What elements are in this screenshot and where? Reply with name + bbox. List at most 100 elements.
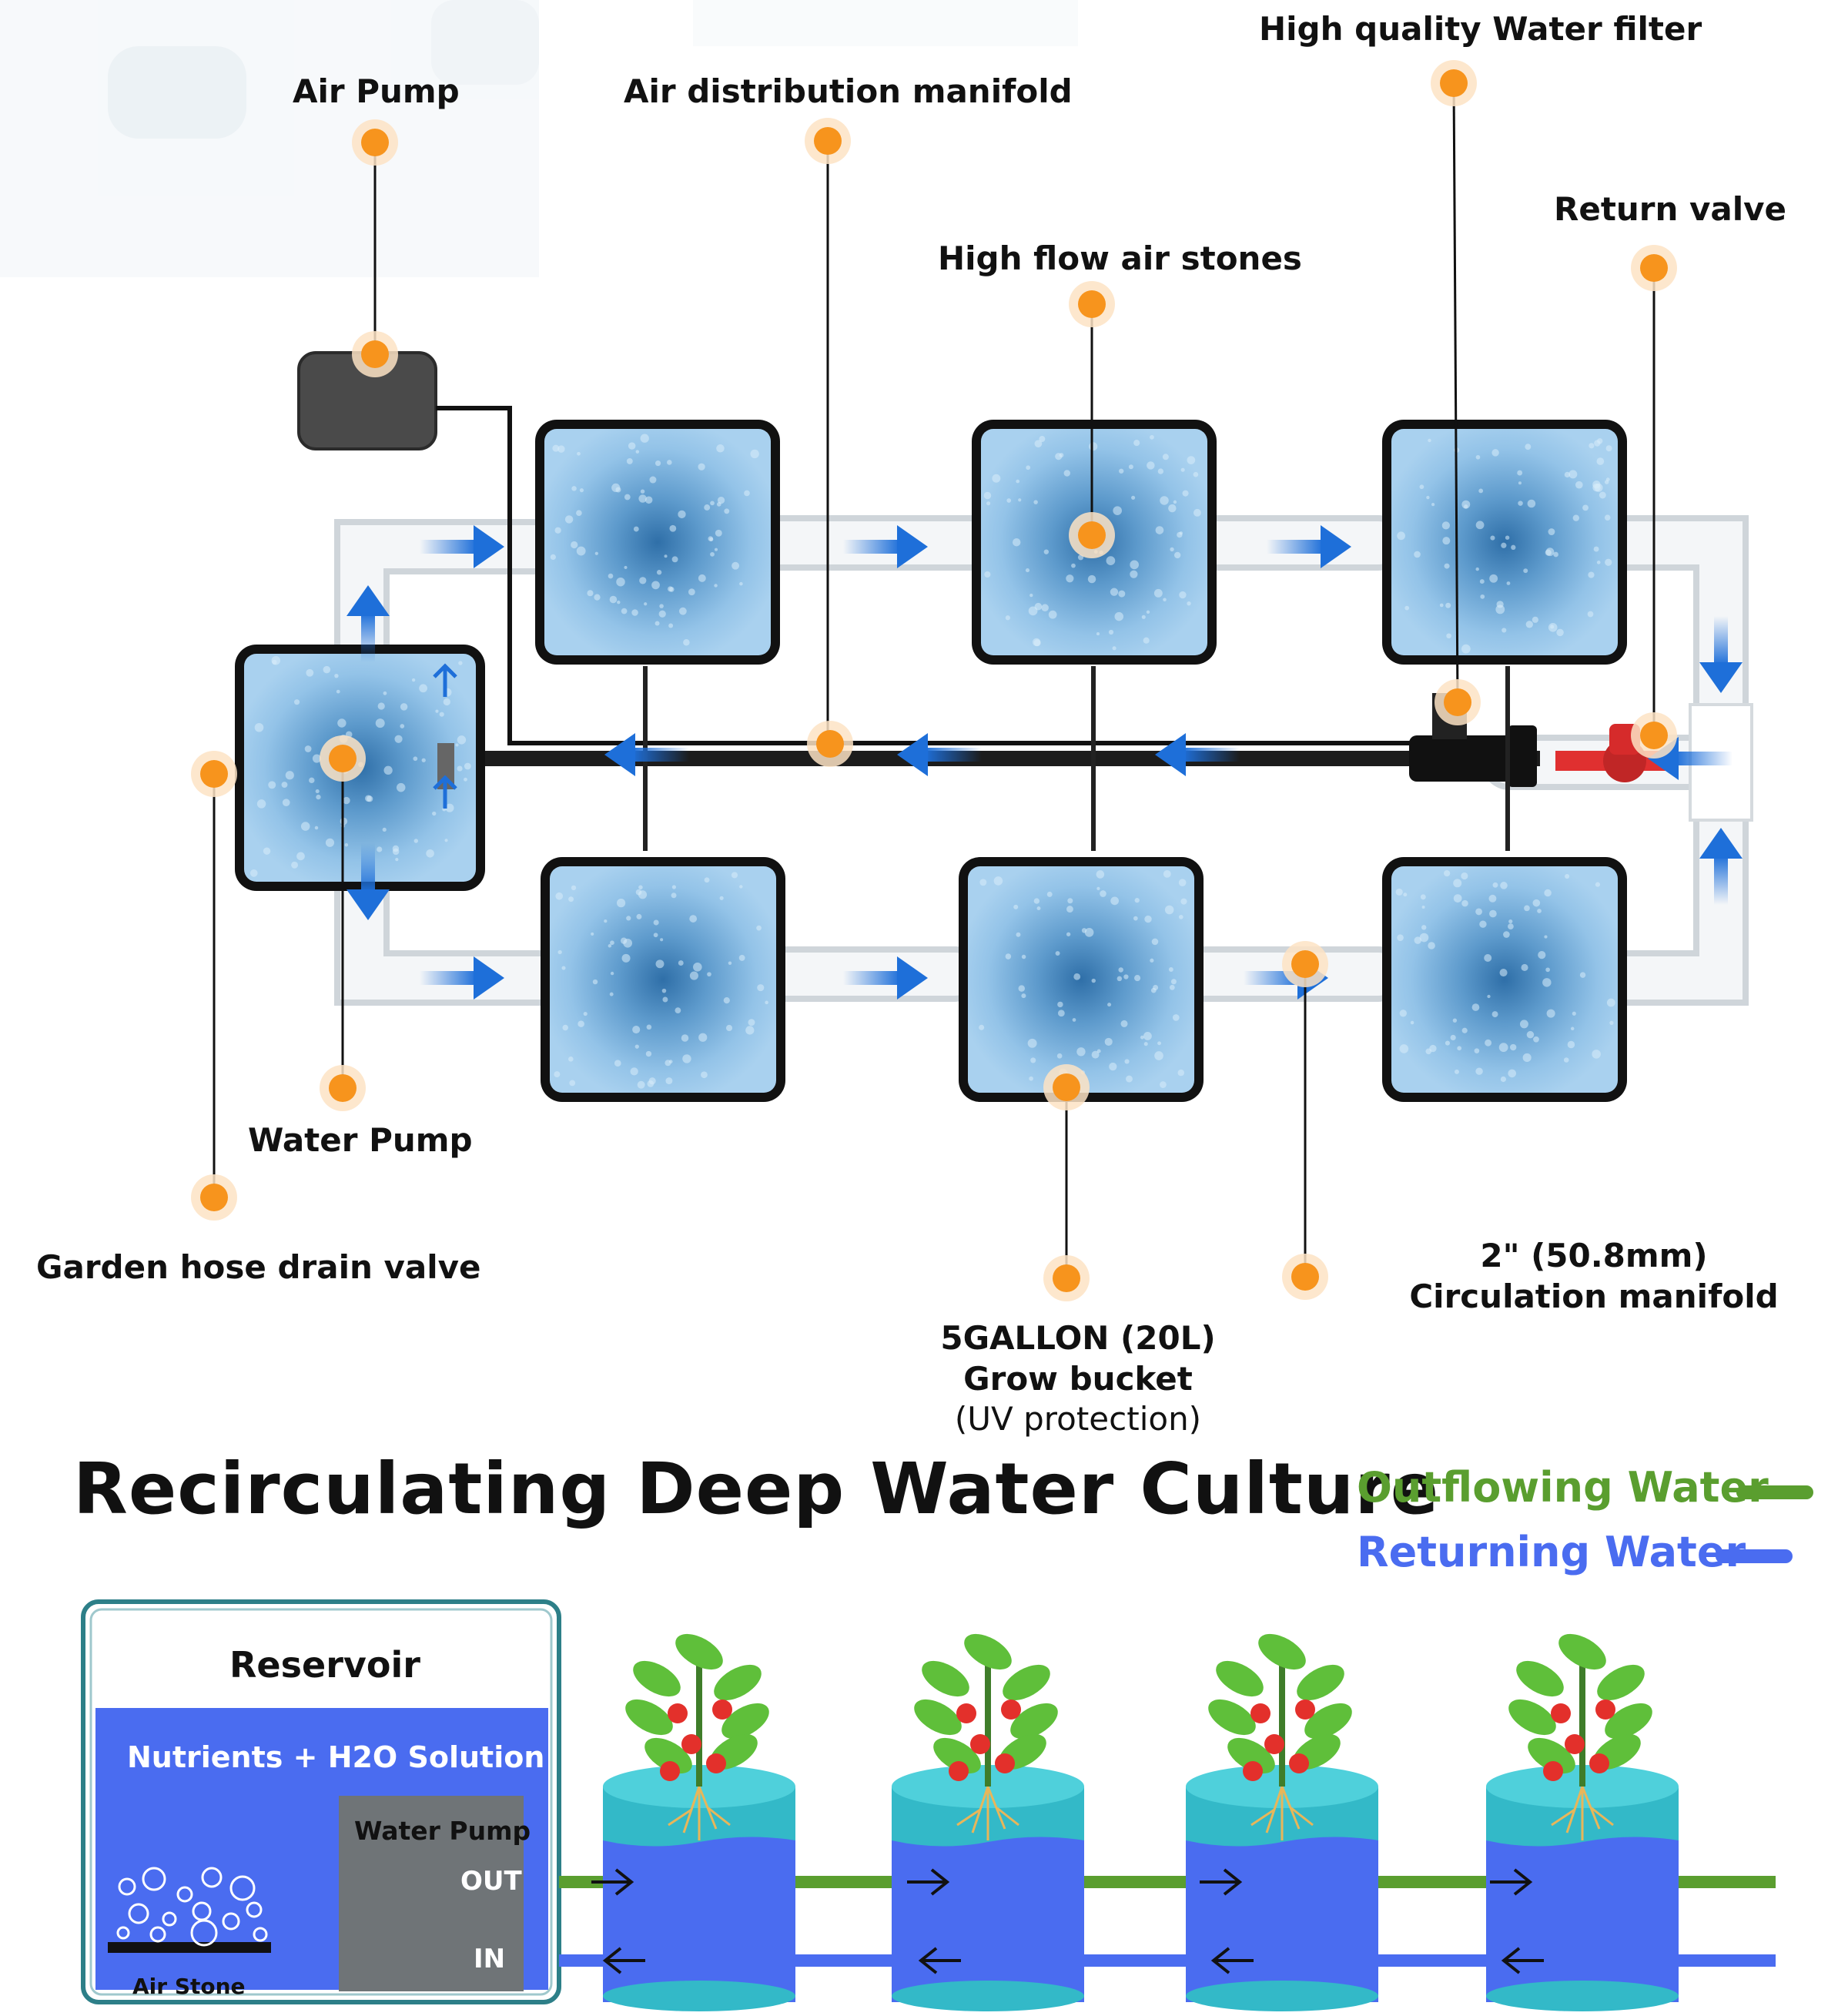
- bubble: [698, 1033, 708, 1042]
- callout-core: [1640, 254, 1668, 282]
- bubble: [1026, 465, 1031, 471]
- bubble: [1594, 440, 1601, 447]
- bubble: [325, 838, 335, 847]
- bubble: [1414, 551, 1421, 558]
- bubble: [1500, 1076, 1507, 1083]
- bubble: [1168, 504, 1177, 513]
- callout-dot: [352, 331, 398, 377]
- bubble: [1553, 551, 1558, 558]
- bucket-base: [892, 1981, 1084, 2011]
- flow-arrow-tail: [361, 843, 375, 892]
- bubble: [1420, 894, 1426, 900]
- bubble: [254, 722, 264, 732]
- bubble: [1177, 531, 1183, 538]
- bubble: [394, 735, 403, 743]
- reservoir-title: Reservoir: [229, 1644, 420, 1686]
- bubble: [658, 610, 666, 618]
- bubble: [555, 892, 564, 900]
- bubble: [395, 858, 399, 862]
- bubble: [557, 949, 562, 955]
- bubble: [1162, 454, 1169, 460]
- bubble: [554, 527, 561, 534]
- bubble: [1419, 933, 1429, 943]
- bubble: [1163, 598, 1167, 602]
- flow-arrow-head: [1321, 525, 1351, 568]
- plant-leaf: [933, 1737, 981, 1774]
- bubble: [636, 913, 642, 919]
- bubble: [986, 501, 991, 506]
- bubble: [664, 554, 668, 558]
- bubble: [1106, 556, 1116, 566]
- bubble: [616, 577, 625, 587]
- bubble: [1155, 526, 1164, 534]
- callout-dot: [1043, 1064, 1090, 1110]
- bubble: [765, 1000, 768, 1005]
- bubble: [698, 574, 706, 582]
- flow-arrow: [604, 733, 689, 776]
- label-circ-line2: Circulation manifold: [1409, 1277, 1779, 1315]
- reservoir: [81, 1599, 561, 2004]
- callout-core: [1291, 1263, 1319, 1291]
- bubble: [744, 490, 750, 497]
- bubble: [444, 839, 448, 842]
- bubble: [1013, 904, 1019, 909]
- bubble: [550, 554, 556, 561]
- bubble: [300, 822, 310, 831]
- bubble: [1399, 1010, 1407, 1017]
- bubble: [1124, 1059, 1130, 1064]
- tomato: [1295, 1700, 1315, 1720]
- bubble: [640, 434, 649, 443]
- bubble: [561, 966, 566, 970]
- bubble: [1404, 605, 1410, 611]
- bubble: [716, 444, 725, 453]
- bubble: [719, 896, 724, 900]
- flow-arrow: [346, 843, 390, 920]
- callout-core: [1078, 290, 1106, 318]
- lower-flow-arrow: [907, 1868, 950, 1896]
- bubble: [576, 510, 582, 517]
- flow-arrow: [1699, 616, 1743, 693]
- bubble: [1168, 967, 1173, 972]
- bubble: [1505, 535, 1510, 540]
- bubble: [1461, 1027, 1468, 1033]
- bubble: [979, 1024, 985, 1030]
- bubble: [748, 1019, 755, 1026]
- tomato: [1595, 1700, 1615, 1720]
- callout-dot: [807, 721, 853, 767]
- bubble: [710, 501, 715, 506]
- bubble: [632, 1025, 641, 1034]
- callout-core: [361, 129, 389, 156]
- bubble: [1479, 920, 1487, 928]
- bubble: [1454, 1069, 1459, 1074]
- bubble: [1452, 1018, 1458, 1023]
- bubble: [626, 916, 631, 921]
- bubble: [608, 944, 612, 948]
- bubble: [1100, 890, 1106, 897]
- bubble: [757, 984, 765, 992]
- bubble: [1537, 909, 1542, 913]
- plant-roots: [1250, 1786, 1314, 1840]
- bubble: [689, 971, 698, 980]
- bubble: [604, 919, 608, 923]
- bubble: [665, 1077, 673, 1085]
- bubble: [1500, 882, 1508, 889]
- bubble: [732, 561, 740, 570]
- bubble: [1084, 928, 1094, 937]
- bubble: [1180, 467, 1185, 472]
- bubble: [728, 961, 732, 965]
- tomato: [970, 1734, 990, 1754]
- bubble: [1498, 1043, 1508, 1053]
- flow-arrow-head: [346, 585, 390, 616]
- bubble: [316, 794, 321, 800]
- plant-leaf: [1528, 1737, 1575, 1774]
- bubble: [557, 445, 565, 453]
- callout-dot: [1631, 245, 1677, 291]
- plant-leaf: [1297, 1664, 1344, 1701]
- bubble: [1018, 498, 1022, 502]
- bubble: [457, 765, 463, 772]
- bubble: [1128, 464, 1133, 470]
- bubble: [1030, 1057, 1036, 1063]
- bubble: [1126, 1075, 1133, 1083]
- bubble: [704, 877, 710, 883]
- bubble: [1544, 935, 1548, 939]
